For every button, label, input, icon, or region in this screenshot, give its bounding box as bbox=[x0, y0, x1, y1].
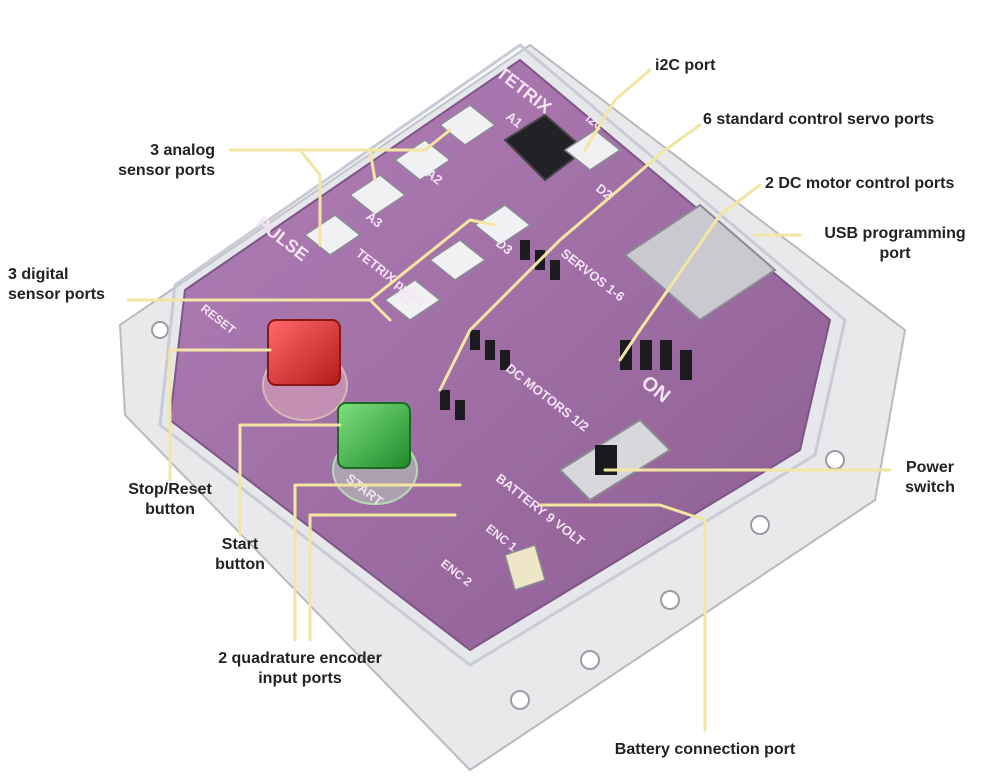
label-dc-motor-ports: 2 DC motor control ports bbox=[765, 175, 955, 192]
battery-connector bbox=[504, 544, 546, 591]
leader-encoder-2 bbox=[308, 513, 457, 642]
label-i2c-port: i2C port bbox=[655, 57, 716, 74]
leader-analog bbox=[228, 148, 322, 247]
label-digital-ports: 3 digital sensor ports bbox=[8, 266, 105, 303]
callout-lines bbox=[126, 68, 892, 732]
usb-port bbox=[623, 203, 777, 322]
start-button[interactable] bbox=[337, 402, 411, 469]
leader-start bbox=[238, 423, 342, 537]
leader-dc bbox=[618, 183, 762, 362]
power-switch-lever[interactable] bbox=[595, 445, 617, 475]
leader-encoder-1 bbox=[293, 483, 462, 642]
label-power-switch: Power switch bbox=[905, 459, 955, 496]
label-servo-ports: 6 standard control servo ports bbox=[703, 111, 935, 128]
stop-reset-button[interactable] bbox=[267, 319, 341, 386]
leader-battery bbox=[538, 503, 707, 732]
leader-i2c bbox=[583, 68, 652, 152]
label-encoder-ports: 2 quadrature encoder input ports bbox=[218, 650, 382, 687]
label-usb-port: USB programming port bbox=[824, 225, 966, 262]
label-start: Start button bbox=[215, 536, 265, 573]
leader-stop bbox=[168, 348, 272, 482]
leader-digital-2 bbox=[368, 218, 497, 302]
label-stop-reset: Stop/Reset button bbox=[128, 481, 212, 518]
leader-servo bbox=[438, 123, 702, 392]
label-battery-port: Battery connection port bbox=[614, 741, 796, 758]
leader-analog-3 bbox=[368, 128, 452, 152]
label-analog-ports: 3 analog sensor ports bbox=[118, 142, 215, 179]
